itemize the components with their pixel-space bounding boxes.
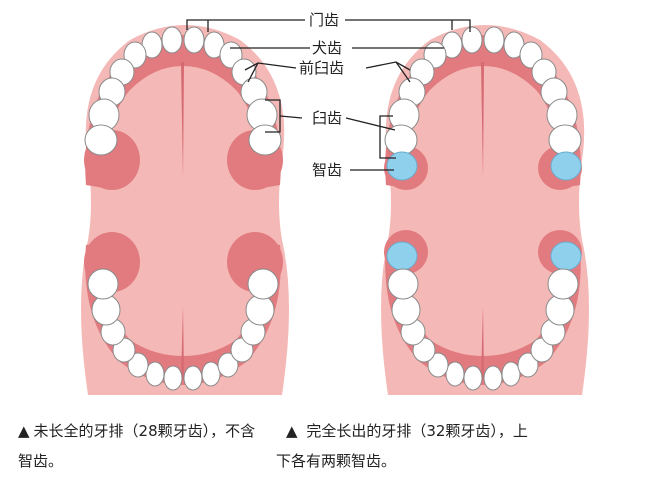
triangle-marker-icon: ▲ [286,422,298,440]
arch-incomplete [81,25,289,395]
label-wisdom: 智齿 [310,161,345,179]
label-premolar: 前臼齿 [297,59,347,77]
caption-right-line2: 下各有两颗智齿。 [276,452,397,470]
caption-left-line1: 未长全的牙排（28颗牙齿），不含 [33,422,256,440]
label-molar: 臼齿 [310,109,345,127]
caption-right: ▲ 完全长出的牙排（32颗牙齿），上 下各有两颗智齿。 [276,416,646,476]
palate [81,25,289,395]
wisdom-teeth [386,151,582,271]
caption-right-line1: 完全长出的牙排（32颗牙齿），上 [301,422,528,440]
palate [381,25,589,395]
label-incisor: 门齿 [307,11,342,29]
leader-lines [186,19,471,171]
arch-complete [381,25,589,395]
caption-left: ▲未长全的牙排（28颗牙齿），不含 智齿。 [18,416,318,476]
caption-left-line2: 智齿。 [18,452,64,470]
dental-arch-diagram [81,19,589,395]
triangle-marker-icon: ▲ [18,422,30,440]
label-canine: 犬齿 [310,39,345,57]
